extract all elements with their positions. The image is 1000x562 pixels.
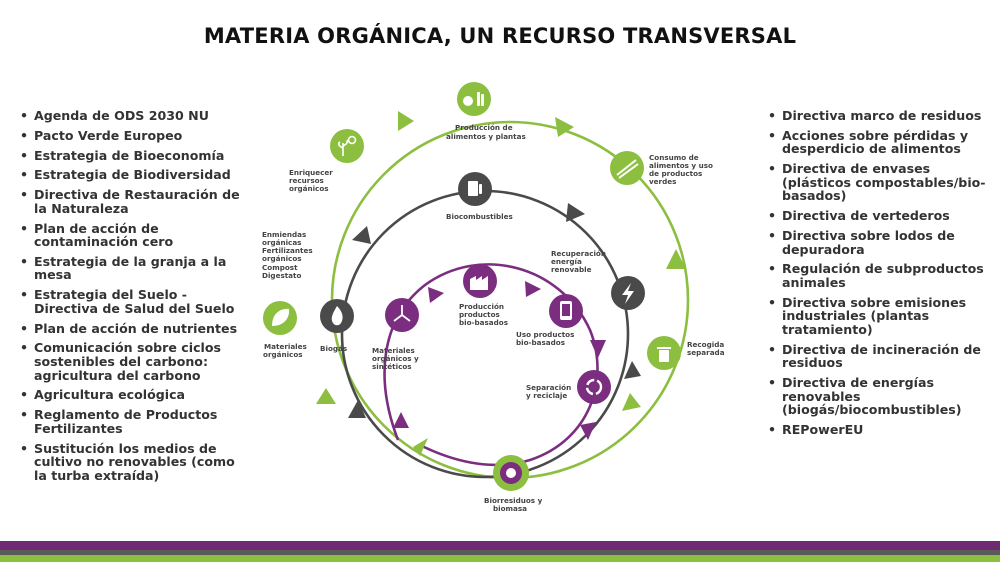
flame-icon	[331, 306, 343, 326]
biobased-production-label: Producción productos bio-basados	[459, 302, 508, 327]
cutlery-icon	[616, 159, 639, 179]
list-item: Estrategia de Biodiversidad	[20, 168, 245, 182]
list-item: Estrategia de la granja a la mesa	[20, 255, 245, 282]
separate-collection-node	[647, 336, 681, 370]
arrow-head	[666, 249, 686, 269]
list-item: Directiva sobre lodos de depuradora	[768, 229, 993, 256]
plant-sun-icon	[337, 135, 357, 156]
arrow-head	[566, 203, 585, 222]
list-item: Regulación de subproductos animales	[768, 262, 993, 289]
biowaste-label: Biorresiduos y biomasa	[484, 496, 545, 513]
list-item: Estrategia de Bioeconomía	[20, 148, 245, 163]
list-item: Plan de acción de nutrientes	[20, 322, 245, 336]
recycling-node	[577, 370, 611, 404]
food-production-label: Producción de alimentos y plantas	[446, 123, 526, 141]
enrich-label: Enriquecer recursos orgánicos	[289, 168, 335, 193]
synthetic-materials-node	[385, 298, 419, 332]
arrow-head	[622, 393, 641, 411]
consumption-label: Consumo de alimentos y uso de productos …	[649, 153, 715, 186]
lightning-icon	[622, 283, 634, 304]
organic-materials-label: Materiales orgánicos	[263, 342, 309, 359]
list-item: Comunicación sobre ciclos sostenibles de…	[20, 341, 245, 382]
energy-recovery-label: Recuperación energía renovable	[551, 249, 609, 274]
biobased-use-node	[549, 294, 583, 328]
arrow-head	[525, 281, 541, 297]
biofuels-label: Biocombustibles	[446, 212, 513, 221]
leaf-icon	[272, 308, 290, 326]
footer-band-gray	[0, 550, 1000, 555]
list-item: REPowerEU	[768, 423, 993, 437]
organic-materials-node	[263, 301, 297, 335]
arrow-head	[555, 117, 574, 137]
list-item: Reglamento de Productos Fertilizantes	[20, 408, 245, 435]
list-item: Agenda de ODS 2030 NU	[20, 109, 245, 123]
list-item: Pacto Verde Europeo	[20, 129, 245, 143]
bin-icon	[657, 347, 671, 362]
list-item: Acciones sobre pérdidas y desperdicio de…	[768, 128, 993, 156]
footer-band-purple	[0, 541, 1000, 550]
list-item: Directiva de Restauración de la Naturale…	[20, 188, 245, 215]
arrow-head	[398, 111, 414, 131]
arrow-head	[428, 287, 444, 303]
arrow-head	[316, 388, 336, 404]
page-title: MATERIA ORGÁNICA, UN RECURSO TRANSVERSAL	[203, 24, 797, 48]
list-item: Directiva de envases (plásticos composta…	[768, 162, 993, 203]
synthetic-materials-label: Materiales orgánicos y sintéticos	[372, 346, 421, 371]
food-production-node	[457, 82, 491, 116]
left-policy-list: Agenda de ODS 2030 NU Pacto Verde Europe…	[20, 109, 245, 489]
energy-recovery-node	[611, 276, 645, 310]
list-item: Directiva de energías renovables (biogás…	[768, 376, 993, 417]
biogas-label: Biogás	[320, 344, 347, 353]
list-item: Directiva sobre emisiones industriales (…	[768, 295, 993, 337]
arrow-head	[580, 422, 596, 440]
arrow-head	[413, 438, 428, 456]
arrow-head	[590, 340, 606, 358]
biobased-use-label: Uso productos bio-basados	[516, 330, 577, 347]
arrow-head	[348, 400, 366, 418]
list-item: Directiva de vertederos	[768, 209, 993, 223]
factory-icon	[470, 276, 488, 290]
arrow-head	[393, 412, 409, 428]
enrich-resources-node	[330, 129, 364, 163]
amendments-label: Enmiendas orgánicas Fertilizantes orgáni…	[262, 230, 315, 280]
biowaste-node	[493, 455, 529, 491]
separate-collection-label: Recogida separada	[687, 340, 727, 357]
list-item: Directiva de incineración de residuos	[768, 342, 993, 370]
list-item: Plan de acción de contaminación cero	[20, 221, 245, 249]
list-item: Agricultura ecológica	[20, 388, 245, 402]
consumption-node	[610, 151, 644, 185]
list-item: Estrategia del Suelo - Directiva de Salu…	[20, 288, 245, 315]
arrow-head	[624, 361, 641, 379]
list-item: Directiva marco de residuos	[768, 109, 993, 123]
biogas-node	[320, 299, 354, 333]
fuel-pump-icon	[468, 181, 482, 196]
footer-band-green	[0, 555, 1000, 562]
arrow-head	[352, 226, 371, 244]
biofuels-node	[458, 172, 492, 206]
list-item: Sustitución los medios de cultivo no ren…	[20, 441, 245, 483]
recycle-icon	[585, 378, 603, 396]
biobased-production-node	[463, 264, 497, 298]
biowaste-icon	[506, 468, 516, 478]
fruit-vegetable-icon	[463, 92, 484, 106]
recycling-label: Separación y reciclaje	[526, 383, 574, 400]
right-policy-list: Directiva marco de residuos Acciones sob…	[768, 109, 993, 443]
windmill-icon	[393, 305, 411, 322]
